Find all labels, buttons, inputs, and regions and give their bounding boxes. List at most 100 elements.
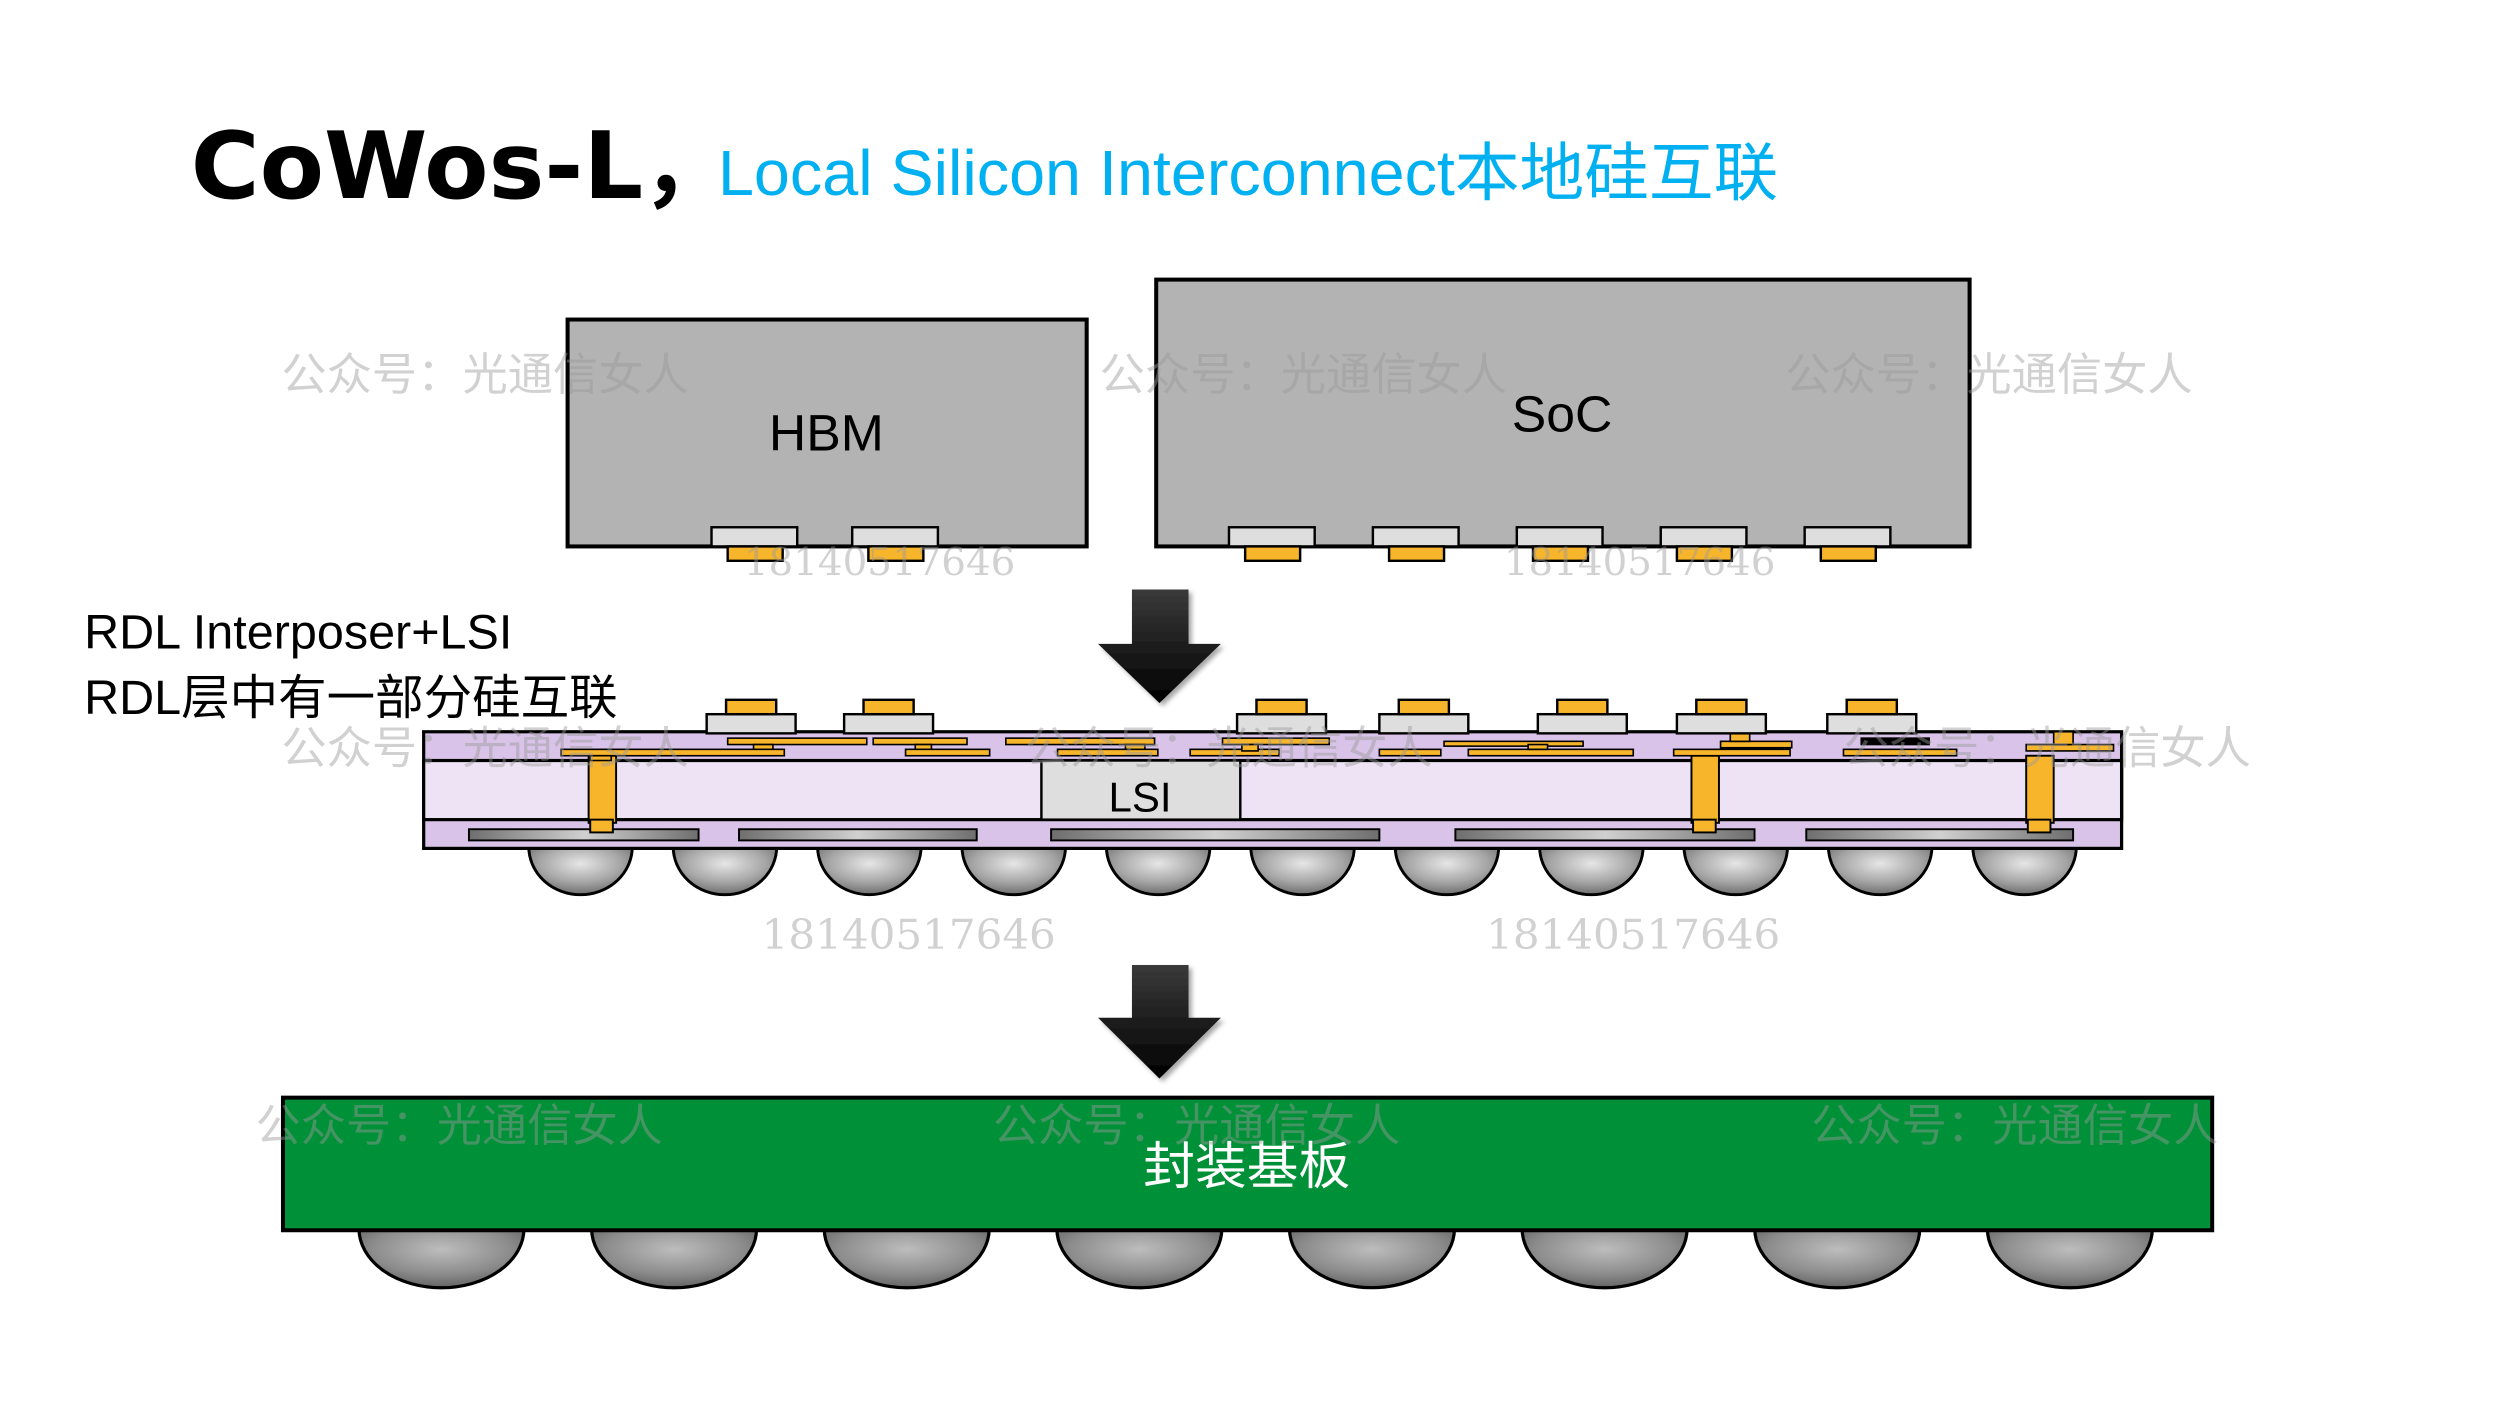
hbm-label: HBM [769, 404, 884, 462]
chip-pad [1803, 526, 1892, 548]
rdl-bar [1050, 828, 1381, 842]
chip-bump [1243, 545, 1302, 563]
trace-via [1527, 743, 1549, 751]
trace [1056, 748, 1159, 757]
interposer-bump [862, 698, 915, 716]
package-substrate: 封装基板 [280, 1095, 2215, 1290]
trace [1842, 748, 1958, 757]
trace [872, 737, 968, 746]
micro-bump [1538, 845, 1645, 897]
bottom-rdl-bars [467, 828, 2075, 842]
interposer-bump [1397, 698, 1451, 716]
micro-bump [1682, 845, 1789, 897]
substrate-solder-balls [357, 1227, 2154, 1290]
watermark-text: 公众号：光通信女人 [281, 348, 688, 401]
watermarks: 公众号：光通信女人 公众号：光通信女人 公众号：光通信女人 1814051764… [255, 348, 2250, 1152]
micro-bump [671, 845, 779, 897]
solder-ball [1985, 1227, 2154, 1290]
chip-bump [1819, 545, 1878, 563]
micro-bump [1393, 845, 1501, 897]
micro-bumps [527, 845, 2078, 897]
watermark-phone: 18140517646 [1504, 540, 1776, 585]
down-arrow-icon [1097, 965, 1221, 1079]
watermark-text: 公众号：光通信女人 [993, 1099, 1400, 1152]
watermark-phone: 18140517646 [1486, 910, 1780, 959]
watermark-text: 公众号：光通信女人 [1100, 348, 1507, 401]
hbm-pads [710, 526, 940, 563]
trace [1443, 740, 1584, 747]
interposer-caption-line2: RDL层中有一部分硅互联 [84, 671, 618, 725]
watermark-text: 公众号：光通信女人 [255, 1099, 662, 1152]
micro-bump [1826, 845, 1934, 897]
solder-ball [1055, 1227, 1224, 1290]
chip-pad [1371, 526, 1460, 548]
interposer-bump [1845, 698, 1899, 716]
watermark-phone: 18140517646 [762, 910, 1056, 959]
interposer-core-layer [422, 758, 2124, 822]
watermark-text: 公众号：光通信女人 [1785, 348, 2192, 401]
interposer-bump [724, 698, 778, 716]
via [1690, 754, 1720, 824]
micro-bump [1104, 845, 1212, 897]
solder-ball [822, 1227, 991, 1290]
solder-ball [1287, 1227, 1457, 1290]
micro-bump [960, 845, 1067, 897]
watermark-phone: 18140517646 [744, 540, 1016, 585]
rdl-bar [1454, 828, 1756, 842]
through-vias [587, 754, 2055, 834]
lsi-label: LSI [1108, 774, 1171, 821]
substrate-label: 封装基板 [1143, 1137, 1350, 1195]
trace [1221, 737, 1331, 746]
micro-bump [1971, 845, 2078, 897]
trace [904, 748, 991, 757]
hbm-chip: HBM [565, 317, 1089, 563]
interposer-pad [1536, 712, 1628, 735]
trace [560, 748, 786, 757]
micro-bump [527, 845, 634, 897]
watermark-text: 公众号：光通信女人 [1811, 1099, 2218, 1152]
trace [1189, 748, 1280, 757]
trace [1005, 737, 1156, 746]
trace-via [2052, 730, 2074, 746]
trace [1672, 748, 1791, 757]
trace [726, 737, 868, 746]
solder-ball [1520, 1227, 1689, 1290]
interposer-bump [1255, 698, 1308, 716]
soc-label: SoC [1512, 385, 1613, 443]
solder-ball [589, 1227, 759, 1290]
watermark-text: 公众号：光通信女人 [1025, 722, 1432, 775]
hbm-die [565, 317, 1089, 549]
watermark-text: 公众号：光通信女人 [1843, 722, 2250, 775]
rdl-bar [738, 828, 978, 842]
soc-die [1154, 277, 1972, 549]
via-pad [589, 818, 614, 834]
lsi-bridge [1040, 759, 1242, 821]
solder-ball [357, 1227, 526, 1290]
via [587, 754, 618, 824]
chip-bump [726, 545, 784, 563]
rdl-bar [1805, 828, 2075, 842]
chip-bump [1675, 545, 1734, 563]
interposer-pad [842, 712, 935, 735]
via-pad [2026, 818, 2052, 834]
rdl-interposer: LSI [422, 698, 2124, 897]
soc-pads [1227, 526, 1892, 563]
page-title: CoWos-L， [191, 112, 737, 220]
chip-bump [1387, 545, 1446, 563]
trace [1467, 748, 1635, 757]
solder-ball [1753, 1227, 1922, 1290]
trace [1378, 748, 1442, 757]
micro-bump [1249, 845, 1356, 897]
interposer-pad [705, 712, 797, 735]
chip-bump [867, 545, 925, 563]
soc-chip: SoC [1154, 277, 1972, 563]
trace [1719, 740, 1793, 749]
interposer-caption-line1: RDL Interposer+LSI [84, 606, 512, 660]
via [2025, 754, 2055, 824]
watermark-text: 公众号：光通信女人 [281, 722, 688, 775]
chip-bump [1531, 545, 1590, 563]
trace-dark [1860, 737, 1930, 746]
interposer-bump [1695, 698, 1748, 716]
rdl-traces [560, 730, 2115, 762]
substrate-body [280, 1095, 2215, 1233]
